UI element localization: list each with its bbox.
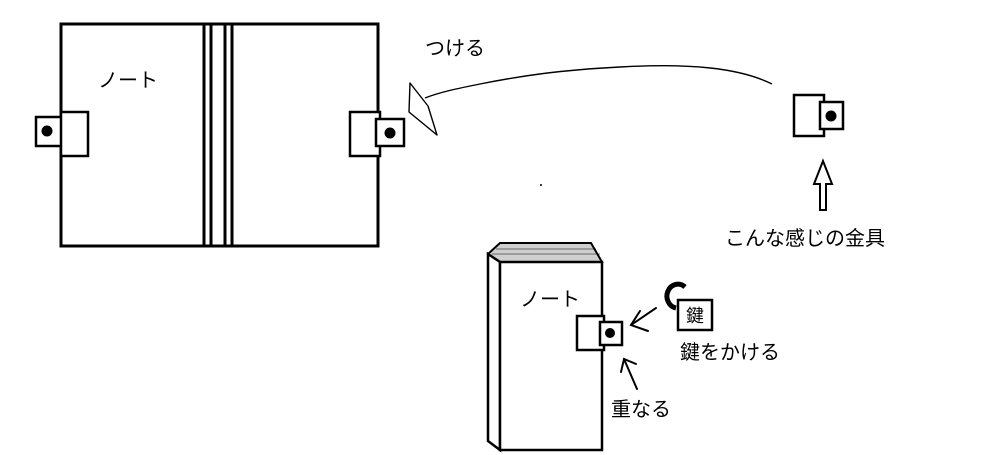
closed-notebook-label: ノート [520, 287, 580, 311]
clasp-closed [575, 314, 624, 352]
open-notebook-spine [202, 22, 234, 248]
open-notebook [59, 22, 380, 248]
padlock-glyph: 鍵 [686, 306, 704, 327]
fitting-illustration [792, 93, 845, 138]
clasp-hole-icon [605, 328, 615, 338]
up-arrow-icon [812, 158, 834, 211]
clasp-right [348, 110, 406, 158]
padlock-body [676, 298, 714, 332]
attach-arrow-line [424, 64, 773, 99]
lock-arrow [629, 307, 657, 332]
fitting-hole-icon [825, 110, 837, 122]
fitting-caption: こんな感じの金具 [725, 226, 885, 250]
closed-notebook-spine [486, 251, 502, 453]
closed-notebook-top-pages [486, 242, 604, 263]
attach-label: つける [425, 36, 485, 60]
padlock-shackle [664, 281, 687, 311]
overlap-caption: 重なる [611, 397, 671, 421]
attach-arrow-head [408, 82, 438, 136]
clasp-left [34, 110, 90, 158]
closed-notebook-cover [498, 260, 604, 452]
padlock-icon: 鍵 [664, 281, 714, 332]
stray-dot [540, 184, 542, 186]
open-notebook-label: ノート [98, 68, 158, 92]
closed-notebook [486, 242, 604, 453]
clasp-hole-icon [41, 125, 53, 137]
overlap-arrow [620, 357, 638, 390]
clasp-hole-icon [384, 127, 396, 139]
lock-caption: 鍵をかける [680, 340, 780, 364]
